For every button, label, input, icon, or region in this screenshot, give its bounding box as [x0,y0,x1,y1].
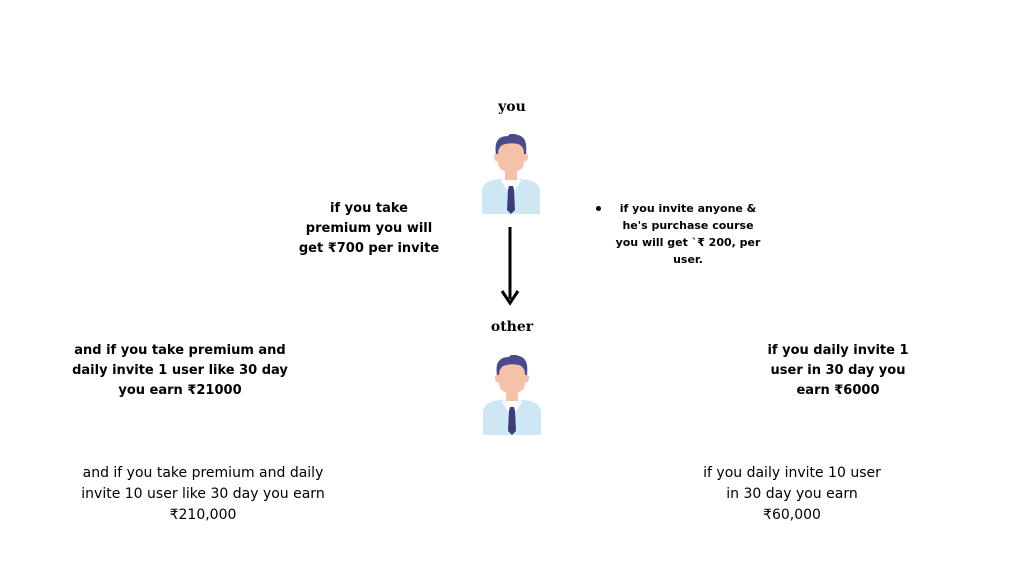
premium-daily-1-note: and if you take premium and daily invite… [62,341,298,401]
note-line: premium you will [305,221,433,236]
bullet-icon [596,206,601,211]
note-line: daily invite 1 user like 30 day [72,363,288,378]
note-line: earn ₹6000 [796,383,880,398]
node-label-other: other [490,319,534,335]
node-label-you: you [498,99,526,115]
note-line: and if you take premium and daily [82,465,324,481]
premium-per-invite-note: if you take premium you will get ₹700 pe… [296,199,442,259]
premium-daily-10-note: and if you take premium and daily invite… [62,463,344,526]
note-line: if you take [330,201,408,216]
arrow-down-icon [498,227,522,307]
note-line: if you daily invite 10 user [703,465,881,481]
note-line: ₹210,000 [169,507,237,523]
note-line: get ₹700 per invite [298,241,440,256]
note-line: ₹60,000 [763,507,821,523]
note-line: in 30 day you earn [726,486,858,502]
person-icon [481,355,543,435]
note-line: and if you take premium and [74,343,286,358]
daily-1-note: if you daily invite 1 user in 30 day you… [760,341,916,401]
person-icon [480,134,542,214]
note-line: user in 30 day you [770,363,906,378]
note-line: if you daily invite 1 [767,343,909,358]
bullet-text: if you invite anyone & he's purchase cou… [615,202,761,266]
referral-bullet-note: if you invite anyone & he's purchase cou… [596,200,766,268]
note-line: you earn ₹21000 [118,383,242,398]
note-line: invite 10 user like 30 day you earn [81,486,325,502]
daily-10-note: if you daily invite 10 user in 30 day yo… [686,463,898,526]
